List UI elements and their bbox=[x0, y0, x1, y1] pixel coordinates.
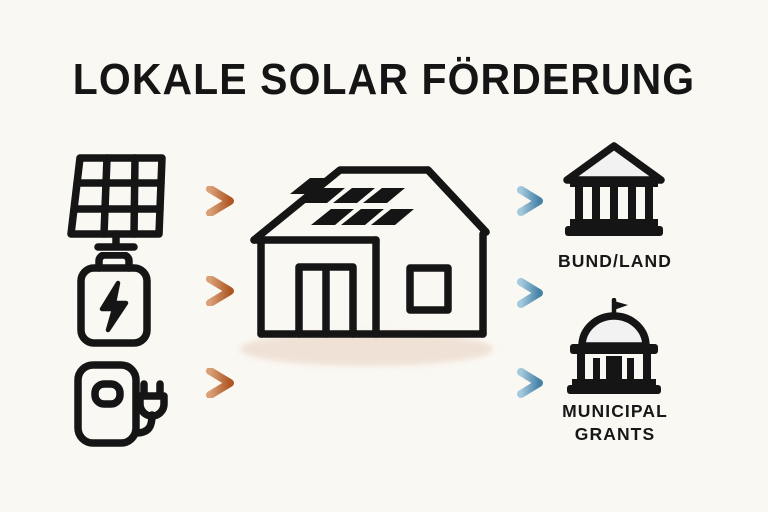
page-title: LOKALE SOLAR FÖRDERUNG bbox=[72, 55, 696, 104]
arrow-battery-to-house bbox=[168, 275, 236, 311]
battery-charging-icon bbox=[66, 251, 162, 357]
capitol-dome-icon bbox=[564, 297, 664, 401]
arrow-solar-to-house bbox=[168, 185, 236, 221]
house-with-solar-roof-icon bbox=[248, 162, 493, 367]
arrow-house-to-bund bbox=[492, 186, 544, 221]
arrow-charger-to-house bbox=[168, 367, 236, 403]
ev-charger-icon bbox=[64, 355, 174, 456]
bund-land-label: BUND/LAND bbox=[558, 251, 672, 271]
bank-building-icon bbox=[562, 140, 666, 245]
arrow-house-to-municipal-2 bbox=[492, 368, 544, 403]
arrow-house-to-municipal-1 bbox=[492, 278, 544, 313]
solar-panel-icon bbox=[62, 142, 172, 257]
municipal-grants-label: MUNICIPAL GRANTS bbox=[562, 401, 668, 445]
